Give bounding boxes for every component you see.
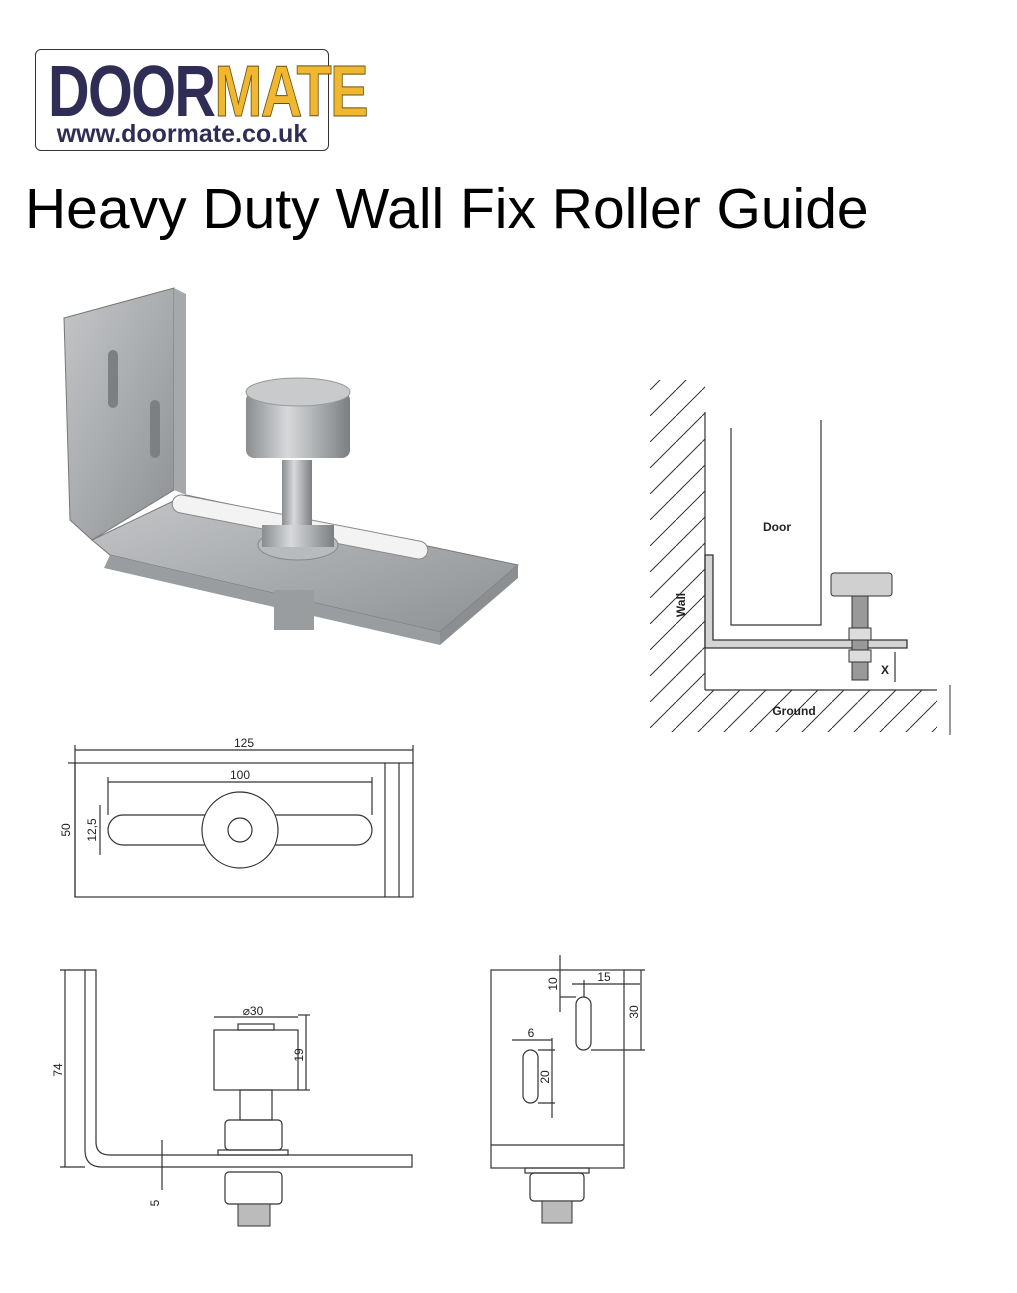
- doormate-logo: DOORMATE www.doormate.co.uk: [35, 49, 369, 151]
- logo-door: DOOR: [48, 52, 216, 132]
- dim-slot-width: 12,5: [85, 818, 99, 842]
- ground-label: Ground: [772, 704, 815, 718]
- gap-x-label: X: [881, 663, 889, 677]
- logo-mate: MATE: [214, 52, 369, 133]
- dim-height: 74: [51, 1063, 65, 1077]
- dim-thickness: 5: [148, 1199, 162, 1206]
- dim-top-offset: 10: [546, 977, 560, 991]
- dim-roller-diameter: ⌀30: [243, 1004, 264, 1018]
- dim-slot-length: 100: [230, 768, 250, 782]
- dim-end-slot-width: 6: [528, 1026, 535, 1040]
- logo-wordmark: DOORMATE: [48, 52, 369, 133]
- dim-overall-length: 125: [234, 736, 254, 750]
- wall-label: Wall: [674, 593, 688, 617]
- product-render: [63, 287, 520, 645]
- top-view-drawing: 125 100 50 12,5: [59, 736, 414, 898]
- logo-url: www.doormate.co.uk: [56, 120, 308, 148]
- installation-diagram: Door Wall Ground X: [650, 380, 951, 735]
- end-view-drawing: 10 15 30 6 20: [490, 955, 645, 1224]
- dim-slot-offset: 15: [597, 970, 611, 984]
- side-view-drawing: 74 ⌀30 19 5: [51, 969, 413, 1227]
- dim-width: 50: [59, 823, 73, 837]
- page-title: Heavy Duty Wall Fix Roller Guide: [25, 177, 869, 241]
- dim-slot-span: 30: [627, 1005, 641, 1019]
- dim-end-slot-length: 20: [538, 1070, 552, 1084]
- door-label: Door: [763, 520, 791, 534]
- dim-roller-height: 19: [292, 1048, 306, 1062]
